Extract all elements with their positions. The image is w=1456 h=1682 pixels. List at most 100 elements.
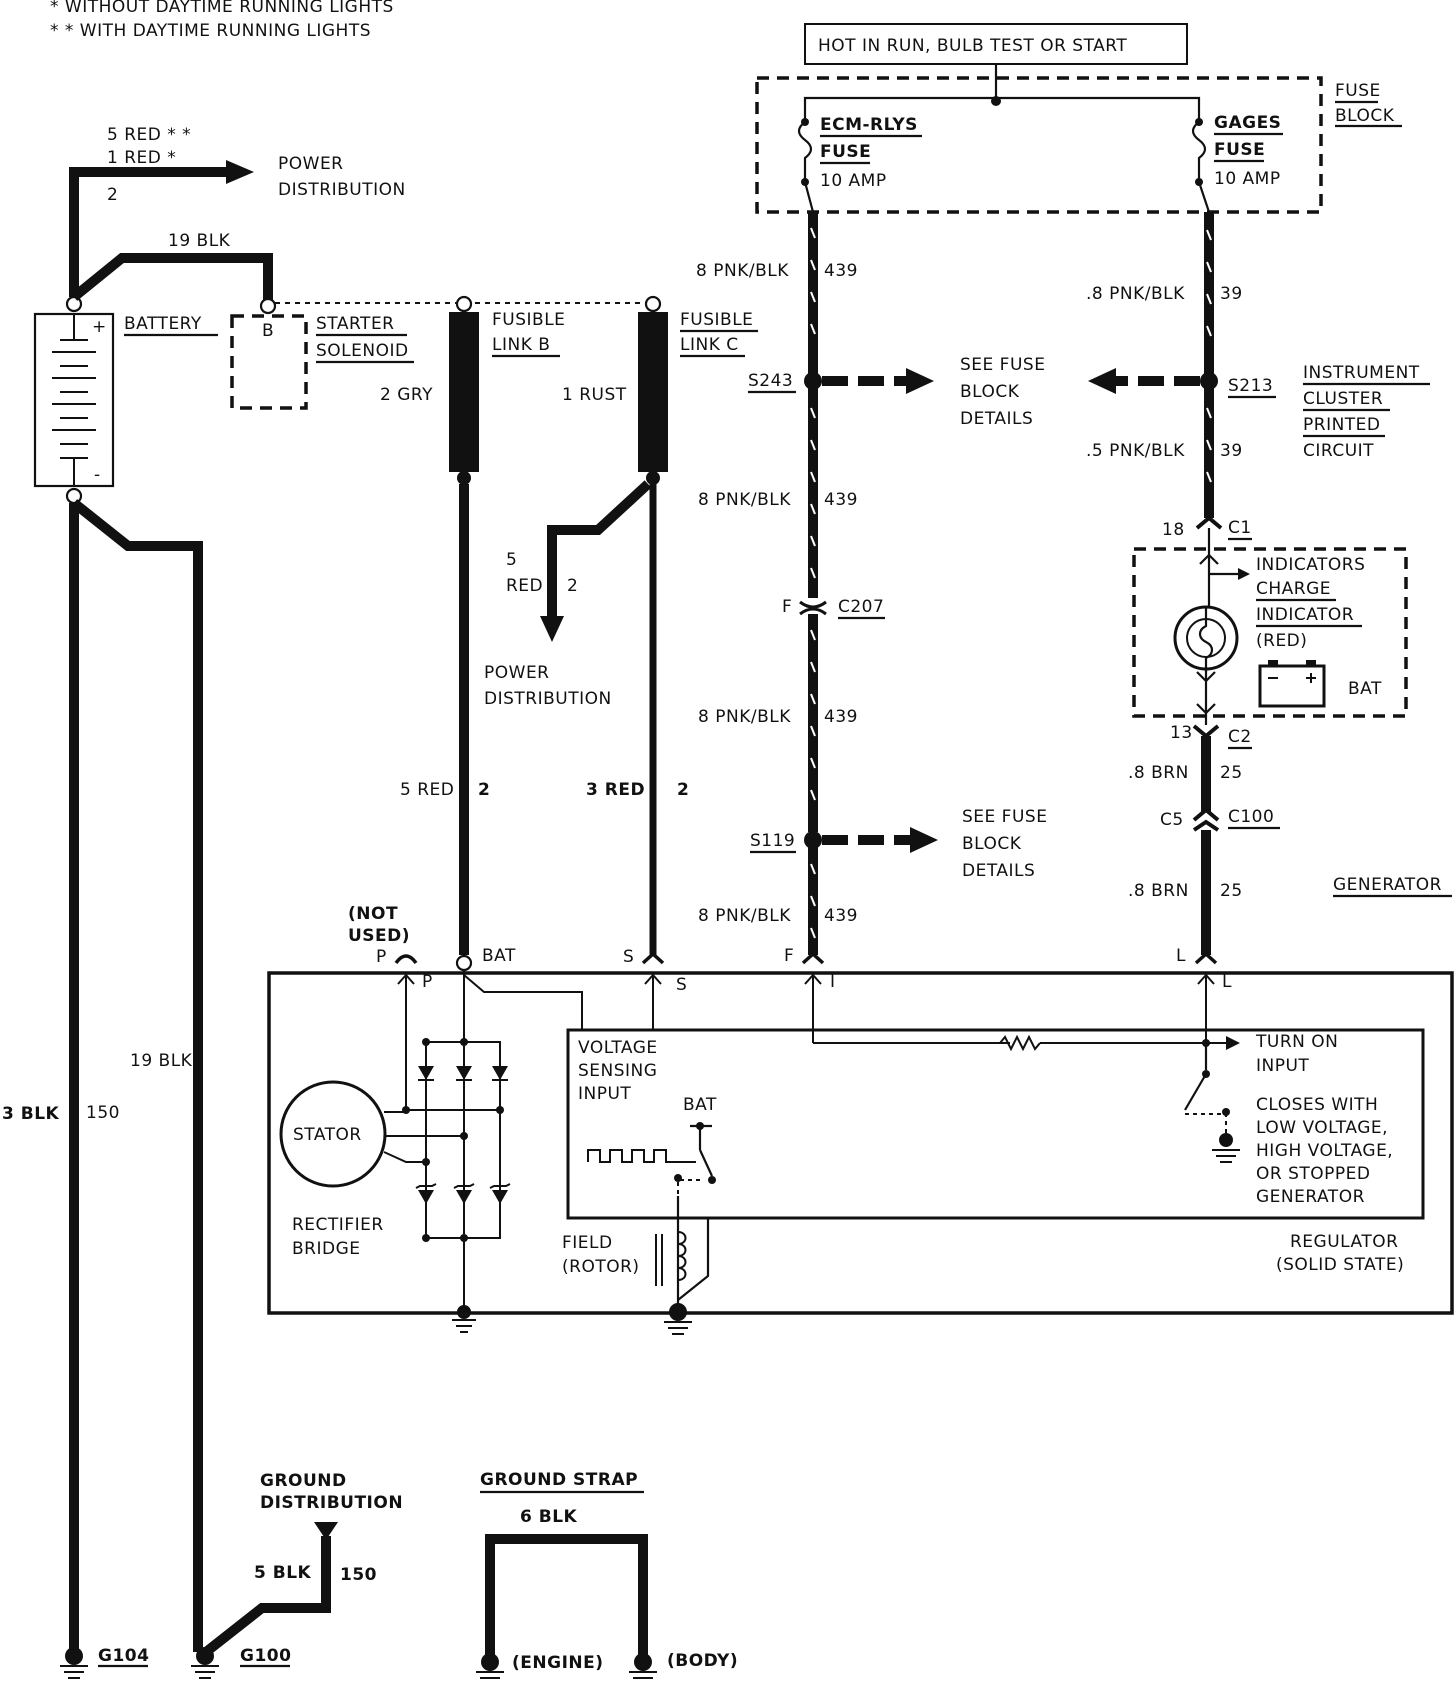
pd2-red: RED bbox=[506, 576, 543, 596]
legend-without-drl: * WITHOUT DAYTIME RUNNING LIGHTS bbox=[50, 0, 394, 17]
c100-label: C100 bbox=[1228, 807, 1274, 827]
l-out-label: L bbox=[1176, 946, 1186, 966]
fusible-c-label-2: LINK C bbox=[680, 335, 739, 355]
ind-bat-label: BAT bbox=[1348, 679, 1382, 699]
l-in-label: L bbox=[1222, 972, 1232, 992]
generator-outline bbox=[267, 971, 1454, 1315]
wire-1red: 1 RED * bbox=[107, 148, 176, 168]
vs-switch-dashed bbox=[677, 1179, 700, 1196]
battery-to-starter-wire bbox=[70, 253, 273, 301]
switch-contact bbox=[1222, 1108, 1230, 1116]
circuit-439-stripes bbox=[810, 227, 816, 939]
battery-plus: + bbox=[92, 317, 107, 337]
w-19blk-bottom: 19 BLK bbox=[130, 1051, 193, 1071]
ind-label-2: CHARGE bbox=[1256, 579, 1331, 599]
power-dist-2-arrow bbox=[540, 616, 564, 642]
ecm-fuse-label-1: ECM-RLYS bbox=[820, 115, 918, 135]
pd2-label-2: DISTRIBUTION bbox=[484, 689, 612, 709]
s-terminal bbox=[641, 951, 665, 965]
c207-connector bbox=[799, 600, 827, 616]
ecm-fuse-label-3: 10 AMP bbox=[820, 171, 887, 191]
c39-n1: 39 bbox=[1220, 284, 1243, 304]
c439-w3: 8 PNK/BLK bbox=[698, 707, 791, 727]
see2-label-2: BLOCK bbox=[962, 834, 1022, 854]
ecm-fuse-label-2: FUSE bbox=[820, 142, 871, 162]
switch-ground-icon bbox=[1212, 1149, 1240, 1163]
s243-splice bbox=[804, 372, 822, 390]
vs-label-1: VOLTAGE bbox=[578, 1038, 658, 1058]
wire-19blk-top: 19 BLK bbox=[168, 231, 231, 251]
power-dist-label-1: POWER bbox=[278, 154, 344, 174]
strap-wire-path bbox=[485, 1534, 648, 1660]
not-used-2: USED) bbox=[348, 926, 410, 946]
gages-fuse-label-1: GAGES bbox=[1214, 113, 1281, 133]
c207-f-label: F bbox=[782, 597, 792, 617]
c25-n1: 25 bbox=[1220, 763, 1243, 783]
c207-label: C207 bbox=[838, 597, 884, 617]
bat-terminal-label: BAT bbox=[482, 946, 516, 966]
g100-label: G100 bbox=[240, 1646, 291, 1666]
ind-label-1: INDICATORS bbox=[1256, 555, 1365, 575]
switch-ground-node bbox=[1219, 1133, 1233, 1147]
engine-ground bbox=[476, 1653, 504, 1679]
c1-pin: 18 bbox=[1162, 520, 1185, 540]
c39-w2: .5 PNK/BLK bbox=[1086, 441, 1185, 461]
fuse-block-label-2: BLOCK bbox=[1335, 106, 1395, 126]
switch-blade bbox=[1184, 1073, 1207, 1111]
body-ground bbox=[629, 1653, 657, 1679]
generator-internal-wiring bbox=[405, 970, 1230, 1310]
engine-label: (ENGINE) bbox=[512, 1653, 604, 1673]
power-dist-2-wire bbox=[547, 480, 652, 620]
vs-switch-node bbox=[708, 1176, 716, 1184]
fusible-b-label-2: LINK B bbox=[492, 335, 550, 355]
starter-label-2: SOLENOID bbox=[316, 341, 409, 361]
c439-n4: 439 bbox=[824, 906, 858, 926]
vs-label-2: SENSING bbox=[578, 1061, 657, 1081]
closes-label-5: GENERATOR bbox=[1256, 1187, 1365, 1207]
turn-on-resistor bbox=[999, 1034, 1041, 1052]
indicator-bottom-arrow bbox=[1196, 671, 1216, 683]
generator-ground-1 bbox=[452, 1305, 476, 1333]
fusible-c-wire: 1 RUST bbox=[562, 385, 627, 405]
f-out-label: F bbox=[784, 946, 794, 966]
field-core bbox=[655, 1234, 663, 1286]
gages-fuse-label-3: 10 AMP bbox=[1214, 169, 1281, 189]
c439-w2: 8 PNK/BLK bbox=[698, 490, 791, 510]
closes-label-1: CLOSES WITH bbox=[1256, 1095, 1378, 1115]
s213-splice bbox=[1200, 372, 1218, 390]
w-3blk: 3 BLK bbox=[2, 1104, 60, 1124]
generator-ground-2 bbox=[664, 1303, 692, 1335]
c2-pin: 13 bbox=[1170, 723, 1193, 743]
c25-w2: .8 BRN bbox=[1128, 881, 1189, 901]
pd2-2: 2 bbox=[567, 576, 578, 596]
vs-bat-label: BAT bbox=[683, 1095, 717, 1115]
gages-fuse-icon bbox=[1191, 121, 1207, 182]
w-5blk: 5 BLK bbox=[254, 1563, 312, 1583]
w-150a: 150 bbox=[86, 1103, 120, 1123]
ground-wire-g100 bbox=[70, 499, 203, 1652]
c439-n1: 439 bbox=[824, 261, 858, 281]
closes-label-3: HIGH VOLTAGE, bbox=[1256, 1141, 1393, 1161]
strap-wire: 6 BLK bbox=[520, 1507, 578, 1527]
battery-to-power-wire bbox=[69, 167, 230, 297]
c439-w1: 8 PNK/BLK bbox=[696, 261, 789, 281]
fusible-b-label-1: FUSIBLE bbox=[492, 310, 565, 330]
fusible-link-b bbox=[449, 312, 479, 472]
starter-solenoid bbox=[230, 314, 308, 410]
ic-label-3: PRINTED bbox=[1303, 415, 1381, 435]
charge-indicator-filament bbox=[1198, 606, 1214, 672]
fusible-b-bottom-node bbox=[457, 471, 471, 485]
gd-label-1: GROUND bbox=[260, 1471, 347, 1491]
see1-label-3: DETAILS bbox=[960, 409, 1033, 429]
battery-minus: - bbox=[94, 465, 101, 485]
bat-wire-5red: 5 RED bbox=[400, 780, 454, 800]
gd-arrow bbox=[314, 1522, 338, 1540]
wire-5red: 5 RED * * bbox=[107, 125, 191, 145]
regulator-box bbox=[566, 1028, 1425, 1220]
p-in-label: P bbox=[422, 972, 433, 992]
fuse-block-outline bbox=[755, 76, 1323, 214]
p-out-label: P bbox=[376, 947, 387, 967]
starter-b-terminal bbox=[259, 297, 277, 315]
gd-wire bbox=[202, 1536, 331, 1656]
c39-n2: 39 bbox=[1220, 441, 1243, 461]
